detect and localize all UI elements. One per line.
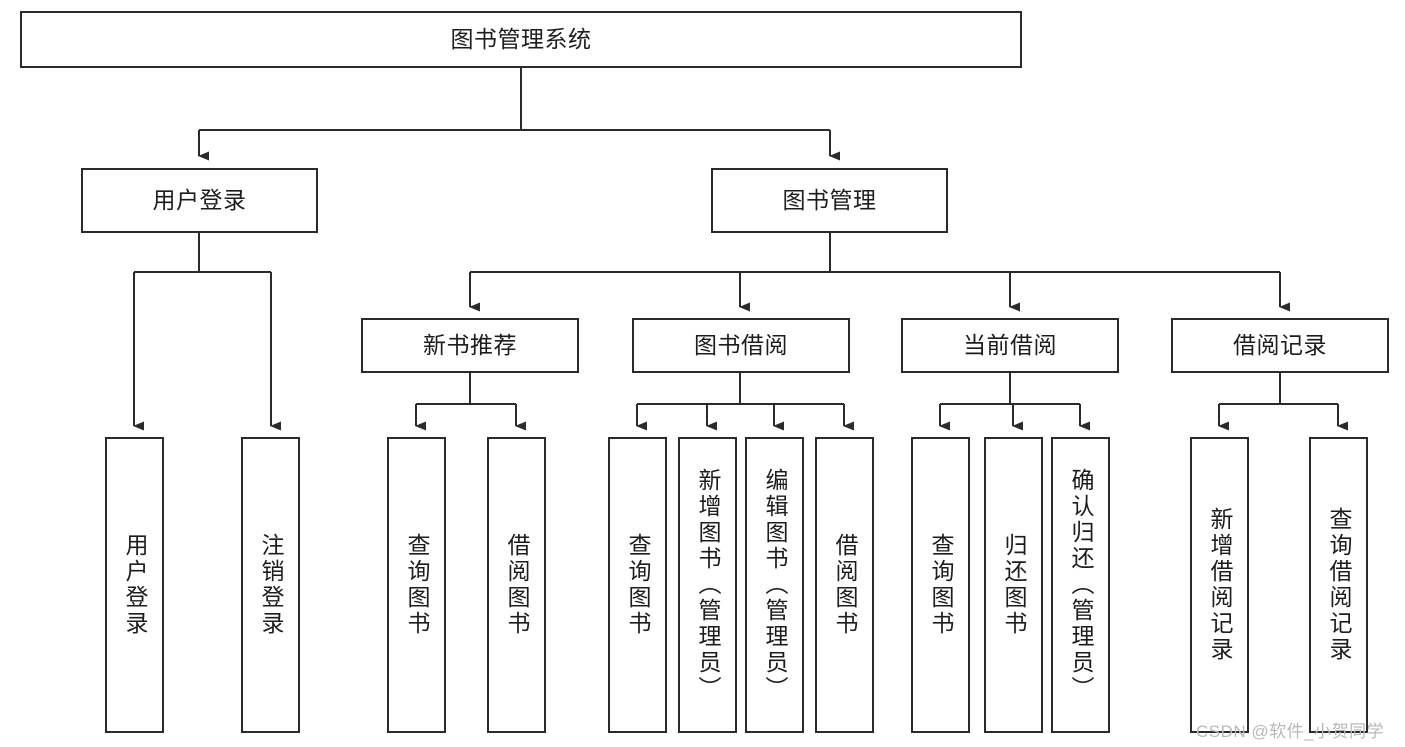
node-leaf-query-book-rec[interactable]: 查询图书 <box>387 437 446 733</box>
node-current-borrow[interactable]: 当前借阅 <box>901 318 1119 373</box>
edge-book-borrow-to-leaves <box>636 373 854 431</box>
node-leaf-borrow-book[interactable]: 借阅图书 <box>815 437 874 733</box>
edge-new-book-recommend-to-leaves <box>415 373 526 431</box>
node-label: 用户登录 <box>152 186 247 213</box>
node-leaf-return-book[interactable]: 归还图书 <box>984 437 1043 733</box>
node-leaf-confirm-return[interactable]: 确认归还（管理员） <box>1051 437 1110 733</box>
edge-current-borrow-to-leaves <box>939 373 1090 431</box>
node-leaf-query-book-borrow[interactable]: 查询图书 <box>608 437 667 733</box>
node-leaf-user-login[interactable]: 用户登录 <box>105 437 164 733</box>
node-leaf-query-book-current[interactable]: 查询图书 <box>911 437 970 733</box>
edge-root-to-level2 <box>198 68 840 161</box>
node-label: 新增图书（管理员） <box>695 468 721 702</box>
node-label: 借阅记录 <box>1233 331 1327 358</box>
node-leaf-edit-book[interactable]: 编辑图书（管理员） <box>745 437 804 733</box>
node-label: 借阅图书 <box>504 533 530 637</box>
node-label: 新增借阅记录 <box>1207 507 1233 663</box>
node-leaf-add-book[interactable]: 新增图书（管理员） <box>678 437 737 733</box>
node-new-book-recommend[interactable]: 新书推荐 <box>361 318 579 373</box>
node-label: 当前借阅 <box>963 331 1057 358</box>
node-label: 图书管理系统 <box>450 25 592 52</box>
edge-user-login-to-leaves <box>133 233 281 431</box>
node-leaf-logout[interactable]: 注销登录 <box>241 437 300 733</box>
node-label: 用户登录 <box>122 533 148 637</box>
node-label: 查询图书 <box>404 533 430 637</box>
node-label: 图书借阅 <box>694 331 788 358</box>
edge-borrow-record-to-leaves <box>1218 373 1348 431</box>
edge-book-management-to-level3 <box>469 233 1290 312</box>
node-user-login[interactable]: 用户登录 <box>81 168 318 233</box>
node-label: 借阅图书 <box>832 533 858 637</box>
node-root[interactable]: 图书管理系统 <box>20 11 1022 68</box>
node-label: 查询借阅记录 <box>1326 507 1352 663</box>
node-book-management[interactable]: 图书管理 <box>711 168 948 233</box>
node-label: 新书推荐 <box>423 331 517 358</box>
node-leaf-query-record[interactable]: 查询借阅记录 <box>1309 437 1368 733</box>
node-label: 图书管理 <box>782 186 877 213</box>
node-label: 确认归还（管理员） <box>1068 468 1094 702</box>
node-label: 注销登录 <box>258 533 284 637</box>
node-leaf-add-record[interactable]: 新增借阅记录 <box>1190 437 1249 733</box>
node-borrow-record[interactable]: 借阅记录 <box>1171 318 1389 373</box>
node-label: 查询图书 <box>625 533 651 637</box>
node-label: 编辑图书（管理员） <box>762 468 788 702</box>
node-label: 查询图书 <box>928 533 954 637</box>
node-book-borrow[interactable]: 图书借阅 <box>632 318 850 373</box>
csdn-watermark: CSDN @软件_小贺同学 <box>1196 722 1385 741</box>
node-leaf-borrow-book-rec[interactable]: 借阅图书 <box>487 437 546 733</box>
node-label: 归还图书 <box>1001 533 1027 637</box>
